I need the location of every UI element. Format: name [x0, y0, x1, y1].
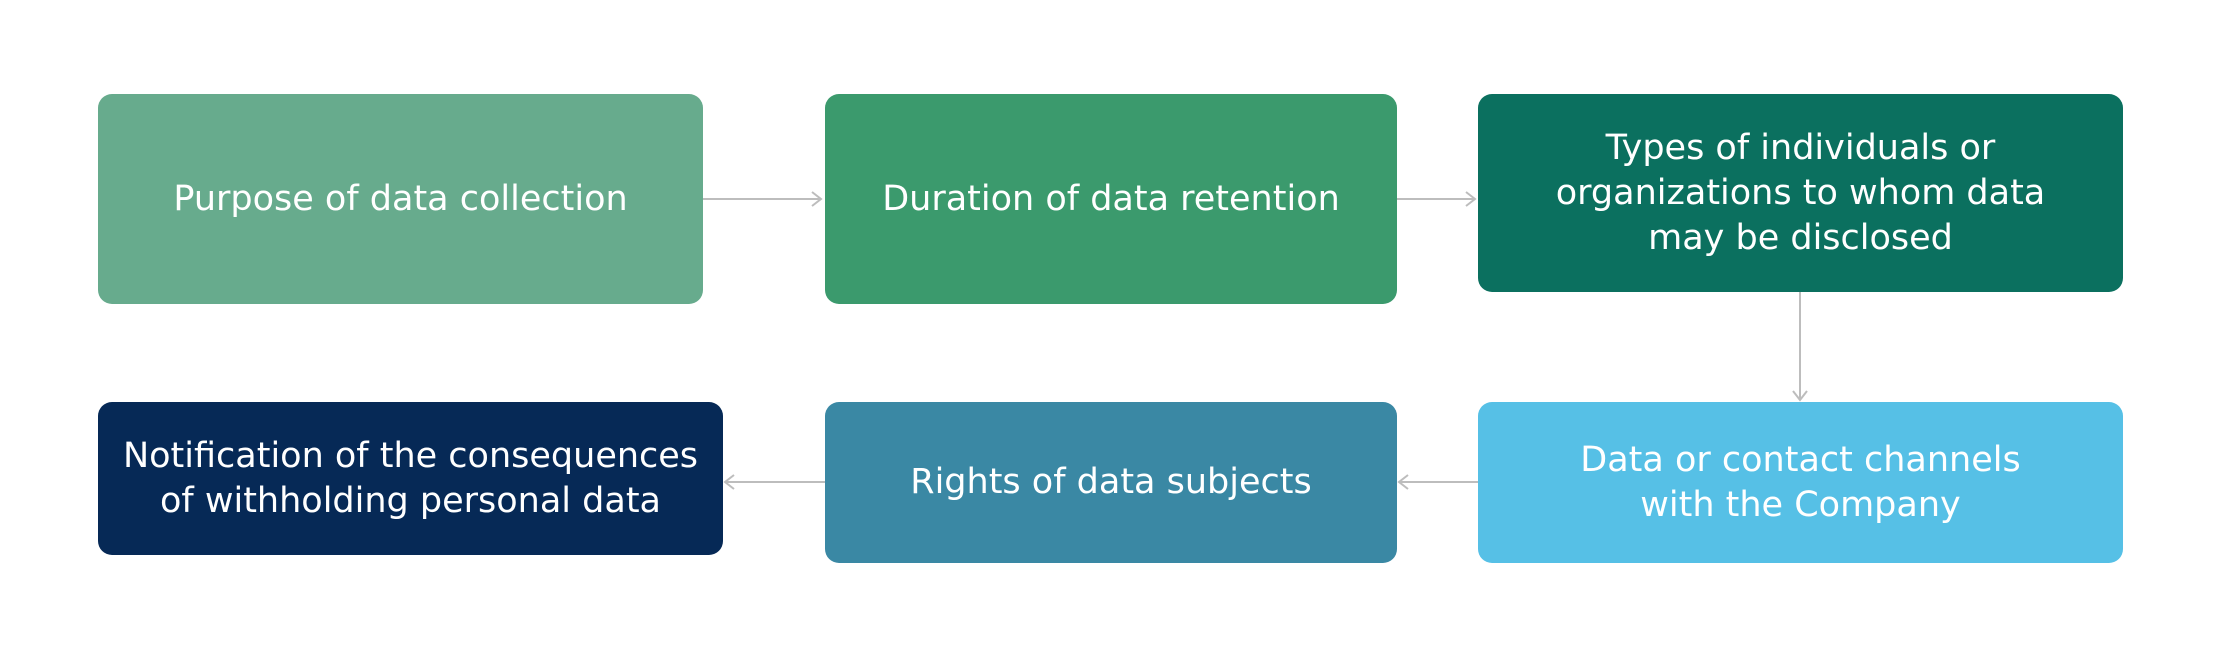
arrowhead-b1-b2 [811, 191, 823, 207]
node-types-of-recipients: Types of individuals or organizations to… [1478, 94, 2123, 292]
node-contact-channels: Data or contact channels with the Compan… [1478, 402, 2123, 563]
node-label: Notification of the consequences of with… [122, 435, 699, 521]
node-duration-of-data-retention: Duration of data retention [825, 94, 1397, 304]
arrowhead-b5-b6 [723, 474, 735, 490]
node-notification-of-consequences: Notification of the consequences of with… [98, 402, 723, 555]
node-label: Types of individuals or organizations to… [1555, 127, 2046, 258]
arrowhead-b2-b3 [1465, 191, 1477, 207]
node-label: Purpose of data collection [173, 178, 628, 219]
arrowhead-b3-b4 [1792, 390, 1808, 402]
node-rights-of-data-subjects: Rights of data subjects [825, 402, 1397, 563]
node-label: Duration of data retention [882, 178, 1340, 219]
arrowhead-b4-b5 [1397, 474, 1409, 490]
node-label: Data or contact channels with the Compan… [1580, 439, 2021, 525]
node-purpose-of-data-collection: Purpose of data collection [98, 94, 703, 304]
node-label: Rights of data subjects [910, 462, 1312, 502]
